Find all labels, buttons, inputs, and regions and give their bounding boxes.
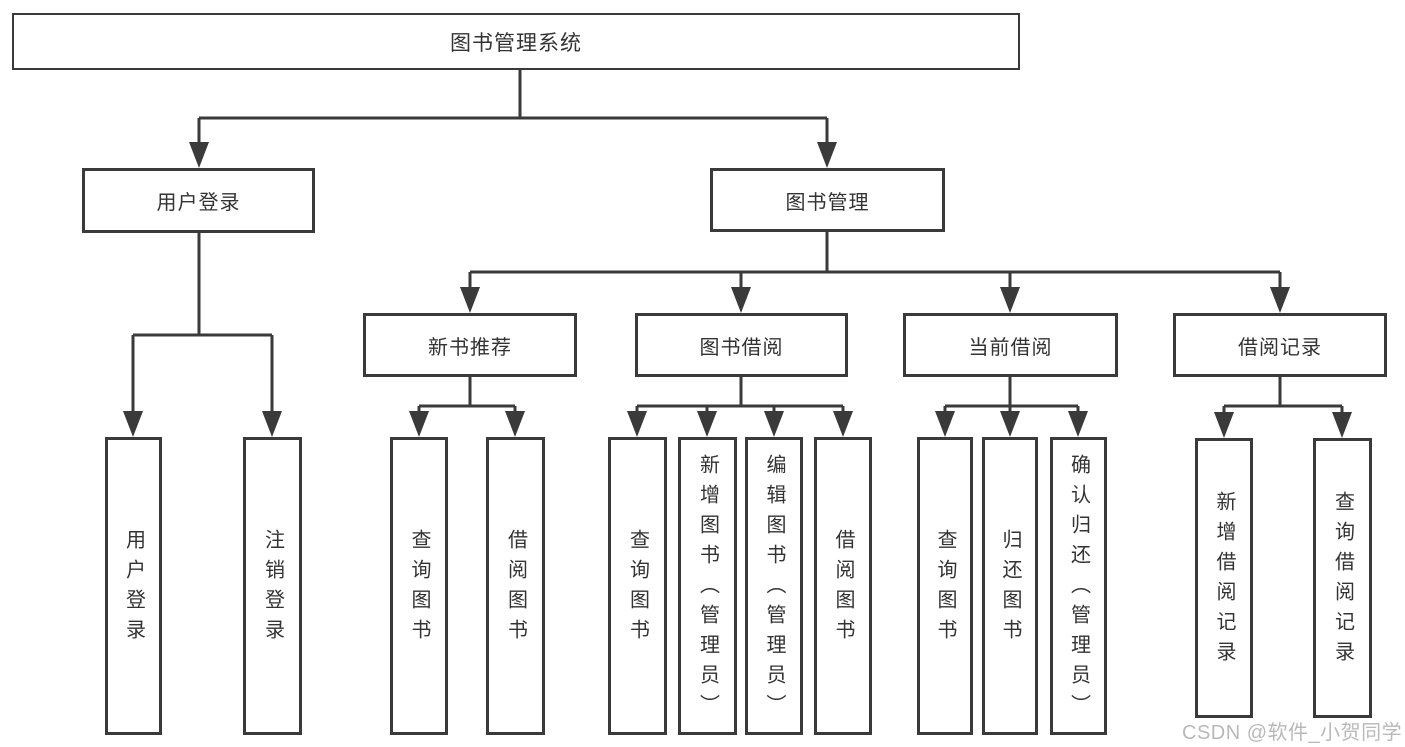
leaf-add-books-admin: 新增图书（管理员） xyxy=(678,437,737,735)
node-user-login: 用户登录 xyxy=(82,168,315,233)
node-new-book-recommend: 新书推荐 xyxy=(363,313,577,377)
leaf-user-login: 用户登录 xyxy=(105,437,162,735)
leaf-borrow-books: 借阅图书 xyxy=(814,437,872,735)
leaf-return-books: 归还图书 xyxy=(982,437,1038,735)
node-book-management: 图书管理 xyxy=(710,168,945,232)
leaf-query-books-current: 查询图书 xyxy=(917,437,973,735)
leaf-logout: 注销登录 xyxy=(243,437,302,735)
node-current-borrowing: 当前借阅 xyxy=(903,313,1118,377)
node-library-management-system: 图书管理系统 xyxy=(12,13,1020,70)
leaf-add-borrow-record: 新增借阅记录 xyxy=(1195,438,1253,718)
arrowhead-icons xyxy=(123,142,1352,438)
leaf-query-books-recommend: 查询图书 xyxy=(390,437,448,735)
node-borrowing-records: 借阅记录 xyxy=(1173,313,1387,377)
leaf-edit-books-admin: 编辑图书（管理员） xyxy=(745,437,803,735)
node-book-borrowing: 图书借阅 xyxy=(635,313,848,377)
leaf-borrow-books-recommend: 借阅图书 xyxy=(486,437,545,735)
leaf-query-borrow-record: 查询借阅记录 xyxy=(1313,438,1372,718)
leaf-confirm-return-admin: 确认归还（管理员） xyxy=(1050,437,1107,735)
csdn-watermark: CSDN @软件_小贺同学 xyxy=(1182,722,1403,744)
leaf-query-books-borrowing: 查询图书 xyxy=(608,437,667,735)
